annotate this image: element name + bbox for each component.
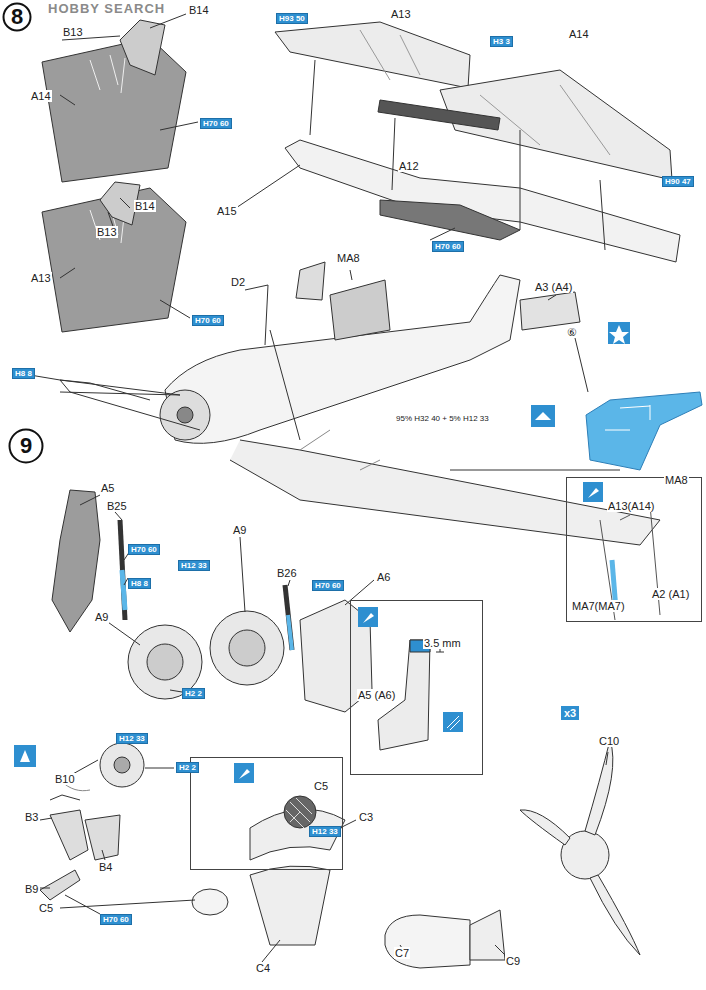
paint-code: H70 60 <box>128 544 160 555</box>
part-label: B9 <box>24 883 39 895</box>
detail-inset-box: 3.5 mm A5 (A6) <box>350 600 483 775</box>
watermark: HOBBY SEARCH <box>48 1 165 16</box>
step-number: 9 <box>20 435 32 457</box>
part-label: C9 <box>505 955 521 967</box>
paint-code: H70 60 <box>312 580 344 591</box>
part-label: D2 <box>230 276 246 288</box>
part-label: A13(A14) <box>607 500 655 512</box>
part-label: A5 (A6) <box>357 689 396 701</box>
paint-code: H12 33 <box>178 560 210 571</box>
part-label: B13 <box>96 226 118 238</box>
part-label: A15 <box>216 205 238 217</box>
part-label: A3 (A4) <box>534 281 573 293</box>
detail-inset-box: A13(A14) MA7(MA7) A2 (A1) <box>566 477 702 622</box>
paint-code: H70 60 <box>432 241 464 252</box>
paint-code: H2 2 <box>176 762 199 773</box>
part-label: A14 <box>568 28 590 40</box>
part-label: A5 <box>100 482 115 494</box>
paint-code: H12 33 <box>116 733 148 744</box>
part-label: C5 <box>313 780 329 792</box>
part-label: B13 <box>62 26 84 38</box>
step-number-circle: 8 <box>2 2 32 32</box>
part-label: A9 <box>232 524 247 536</box>
part-label: A13 <box>390 8 412 20</box>
step-number: 8 <box>11 6 23 28</box>
part-label: A2 (A1) <box>651 588 690 600</box>
part-label: MA8 <box>664 474 689 486</box>
part-label: B4 <box>98 861 113 873</box>
paint-code: H90 47 <box>662 176 694 187</box>
paint-code: H12 33 <box>309 826 341 837</box>
detail-inset-box: C5H12 33 <box>190 757 343 870</box>
part-label: A14 <box>30 90 52 102</box>
part-label: B14 <box>188 4 210 16</box>
paint-code: H3 3 <box>490 36 513 47</box>
part-label: MA8 <box>336 252 361 264</box>
paint-code: H8 8 <box>128 578 151 589</box>
part-label: 3.5 mm <box>423 637 462 649</box>
part-label: B26 <box>276 567 298 579</box>
part-label: B25 <box>106 500 128 512</box>
paint-code: H93 50 <box>276 13 308 24</box>
part-label: A9 <box>94 611 109 623</box>
part-label: C5 <box>38 902 54 914</box>
part-label: A13 <box>30 272 52 284</box>
part-label: A6 <box>376 571 391 583</box>
part-label: C7 <box>394 947 410 959</box>
part-label: B14 <box>134 200 156 212</box>
paint-code: H70 60 <box>200 118 232 129</box>
quantity-badge: x3 <box>561 706 579 720</box>
part-label: A12 <box>398 160 420 172</box>
paint-code: H70 60 <box>100 914 132 925</box>
paint-mix-note: 95% H32 40 + 5% H12 33 <box>396 414 489 423</box>
paint-code: H70 60 <box>192 315 224 326</box>
part-label: MA7(MA7) <box>571 600 626 612</box>
part-label: ⑥ <box>566 326 578 338</box>
step-number-circle: 9 <box>8 428 44 464</box>
paint-code: H2 2 <box>182 688 205 699</box>
part-label: C3 <box>358 811 374 823</box>
part-label: C10 <box>598 735 620 747</box>
part-label: B3 <box>24 811 39 823</box>
part-label: B10 <box>54 773 76 785</box>
part-label: C4 <box>255 962 271 974</box>
paint-code: H8 8 <box>12 368 35 379</box>
